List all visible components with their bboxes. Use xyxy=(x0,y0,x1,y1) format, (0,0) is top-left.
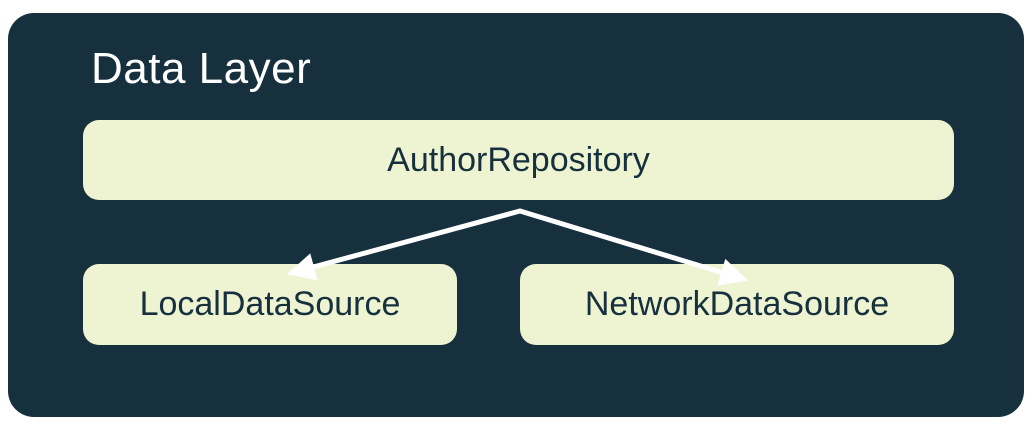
data-layer-group: Data Layer xyxy=(8,13,1024,417)
group-title: Data Layer xyxy=(91,44,312,93)
node-local-data-source: LocalDataSource xyxy=(83,264,457,345)
node-network-data-source: NetworkDataSource xyxy=(520,264,954,345)
node-author-repository-label: AuthorRepository xyxy=(387,140,650,179)
node-local-data-source-label: LocalDataSource xyxy=(139,285,401,323)
node-author-repository: AuthorRepository xyxy=(83,120,954,200)
node-network-data-source-label: NetworkDataSource xyxy=(584,285,890,323)
